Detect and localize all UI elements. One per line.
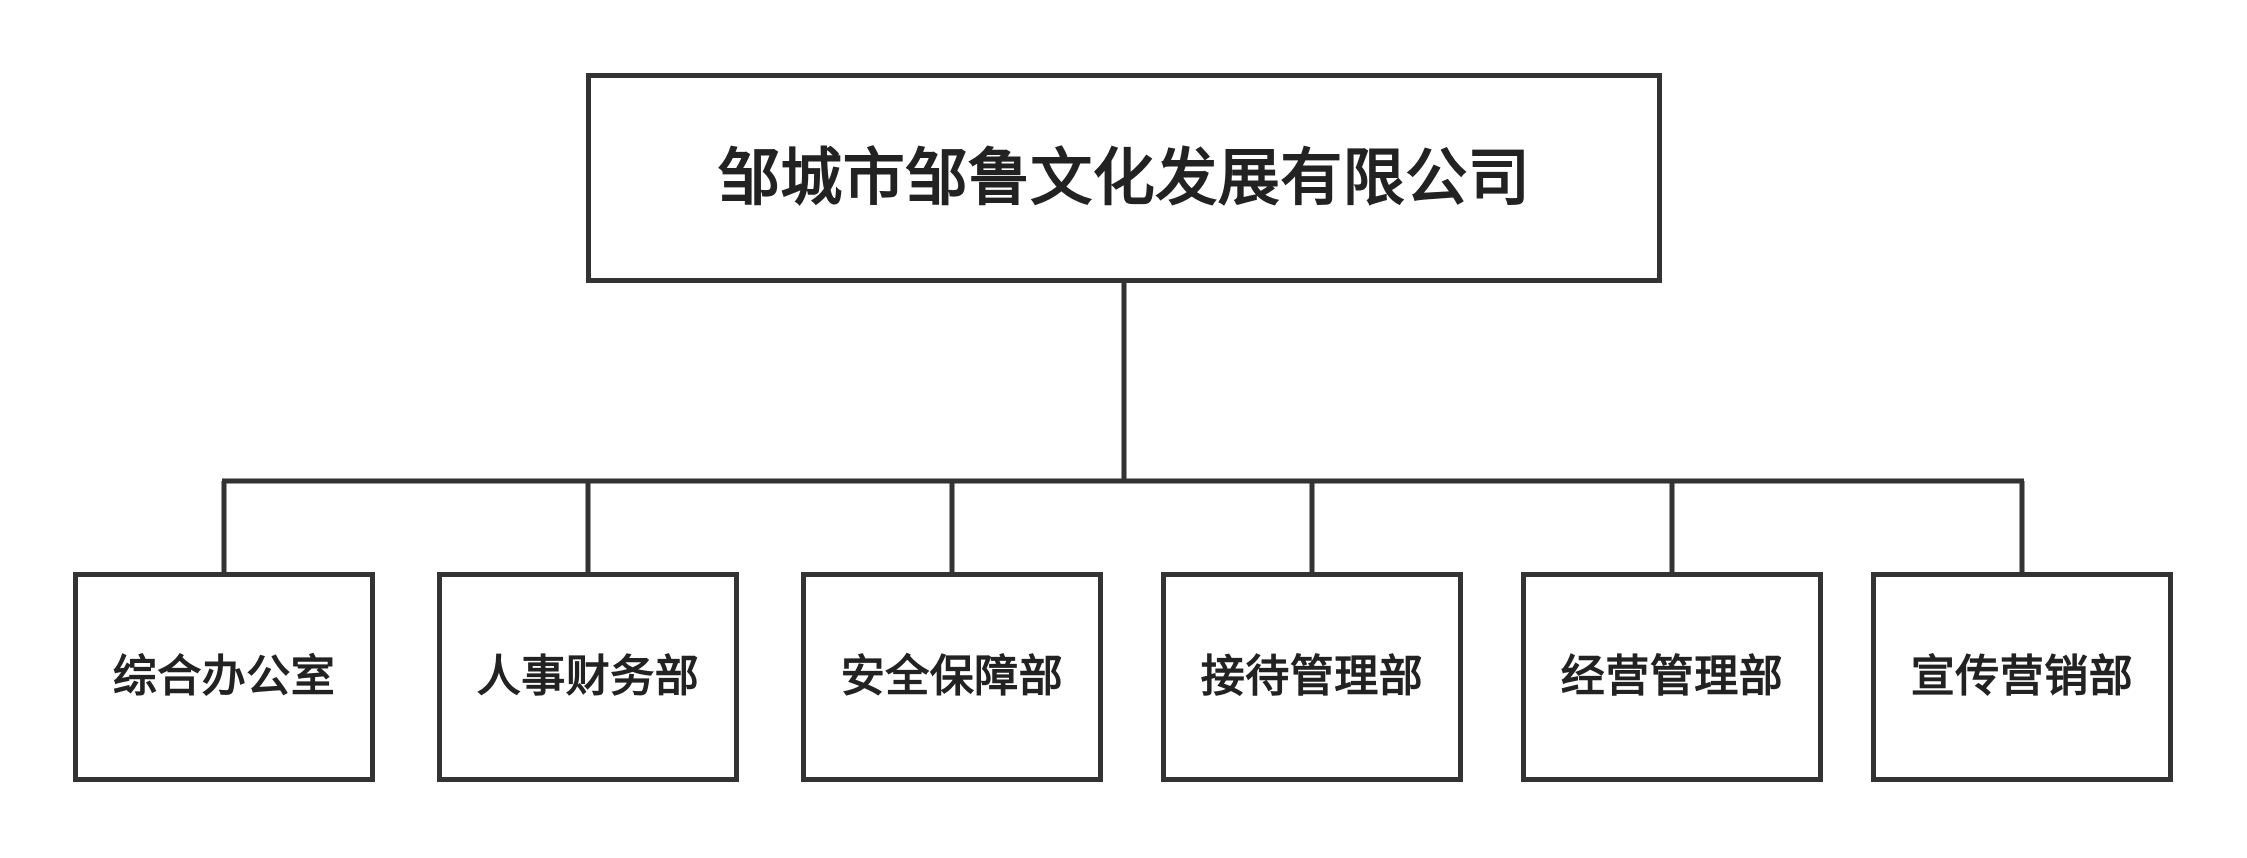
org-node-department-3[interactable]: 接待管理部: [1161, 572, 1463, 782]
org-node-department-2[interactable]: 安全保障部: [801, 572, 1103, 782]
org-node-root[interactable]: 邹城市邹鲁文化发展有限公司: [586, 73, 1662, 283]
org-node-department-0[interactable]: 综合办公室: [73, 572, 375, 782]
org-node-root-label: 邹城市邹鲁文化发展有限公司: [717, 141, 1531, 215]
org-node-department-1[interactable]: 人事财务部: [437, 572, 739, 782]
org-node-department-4-label: 经营管理部: [1560, 650, 1784, 702]
org-node-department-0-label: 综合办公室: [112, 650, 336, 702]
org-node-department-5[interactable]: 宣传营销部: [1871, 572, 2173, 782]
org-node-department-1-label: 人事财务部: [476, 650, 700, 702]
org-node-department-2-label: 安全保障部: [840, 650, 1064, 702]
org-node-department-5-label: 宣传营销部: [1910, 650, 2134, 702]
org-node-department-4[interactable]: 经营管理部: [1521, 572, 1823, 782]
org-node-department-3-label: 接待管理部: [1200, 650, 1424, 702]
